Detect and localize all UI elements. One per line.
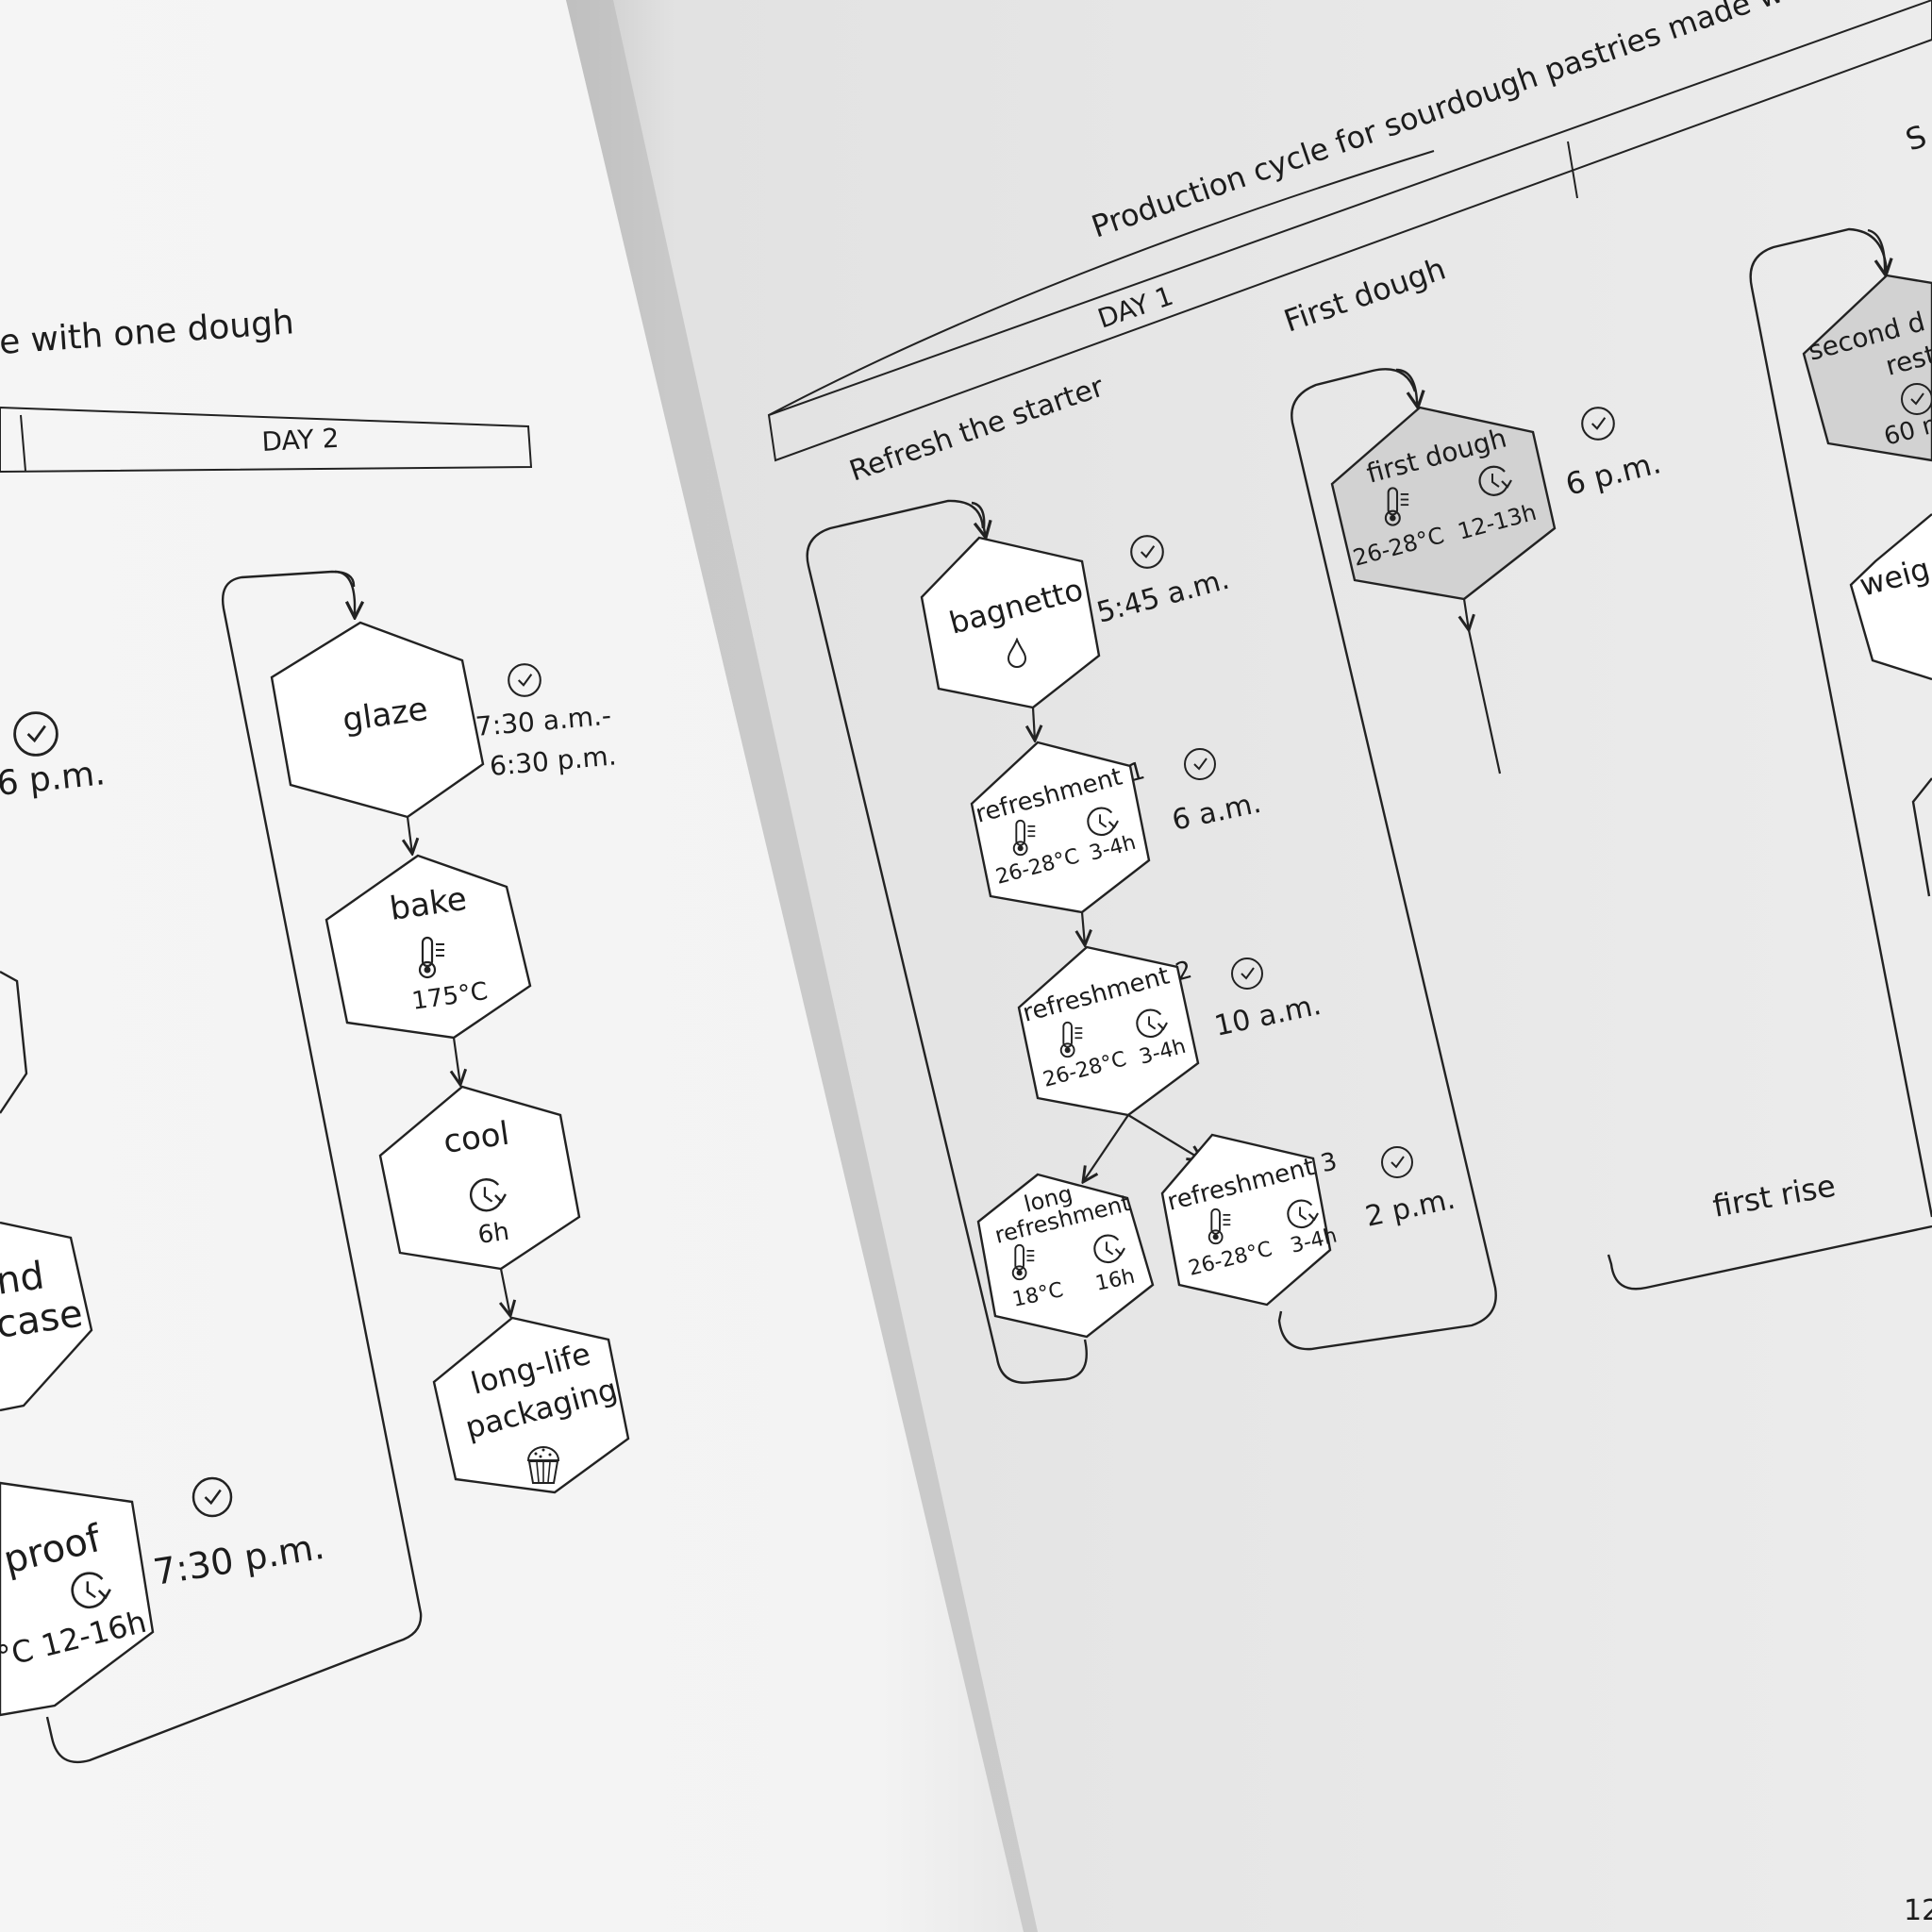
glaze-node: glaze 7:30 a.m.- 6:30 p.m. <box>270 621 618 819</box>
book-gutter <box>566 0 1038 1932</box>
arrow-r1-r2 <box>1082 911 1085 945</box>
loop-arrow-starter <box>971 501 986 538</box>
first-dough-node: first dough 26-28°C 12-13h 6 p.m. <box>1330 406 1664 601</box>
right-page <box>566 0 1932 1932</box>
arrow-cool-packaging <box>501 1268 510 1316</box>
bagnetto-node: bagnetto 5:45 a.m. <box>920 535 1233 709</box>
loop-arrow-second <box>1867 228 1886 275</box>
arrow-glaze-bake <box>408 816 412 854</box>
arrow-r2-r3 <box>1127 1114 1203 1160</box>
arrow-r2-long <box>1083 1114 1129 1182</box>
cool-duration: 6h <box>476 1218 511 1250</box>
second-loop-frame <box>1607 227 1932 1291</box>
partial-node-left-1 <box>0 970 28 1114</box>
page-number: 12 <box>1904 1894 1932 1927</box>
case-partial-node: nd case <box>0 1221 93 1412</box>
refreshment1-node: refreshment 1 26-28°C 3-4h 6 a.m. <box>970 741 1264 914</box>
packaging-node: long-life packaging <box>432 1316 630 1494</box>
long-refreshment-node: long refreshment 18°C 16h <box>976 1173 1155 1339</box>
arrow-bagnetto-r1 <box>1033 707 1035 741</box>
cool-label: cool <box>441 1115 512 1161</box>
loop-arrow-first-dough <box>1395 368 1418 408</box>
day2-label: DAY 2 <box>261 423 340 458</box>
cool-node: cool 6h <box>378 1085 581 1271</box>
first-dough-line <box>1467 629 1502 774</box>
day2-header-band: DAY 2 <box>0 406 533 474</box>
case-partial-1: nd <box>0 1254 47 1304</box>
arrow-bake-cool <box>454 1037 460 1085</box>
left-page-content: e with one dough DAY 2 6 p.m. glaze 7:30… <box>0 303 630 1764</box>
first-dough-loop-frame <box>1277 368 1497 1351</box>
muffin-icon <box>527 1446 559 1484</box>
arrow-first-dough <box>1464 598 1469 630</box>
bake-node: bake 175°C <box>325 854 532 1040</box>
partial-node-right <box>1911 777 1932 897</box>
starter-loop-frame <box>806 499 1088 1384</box>
loop-arrow-left <box>334 570 355 618</box>
